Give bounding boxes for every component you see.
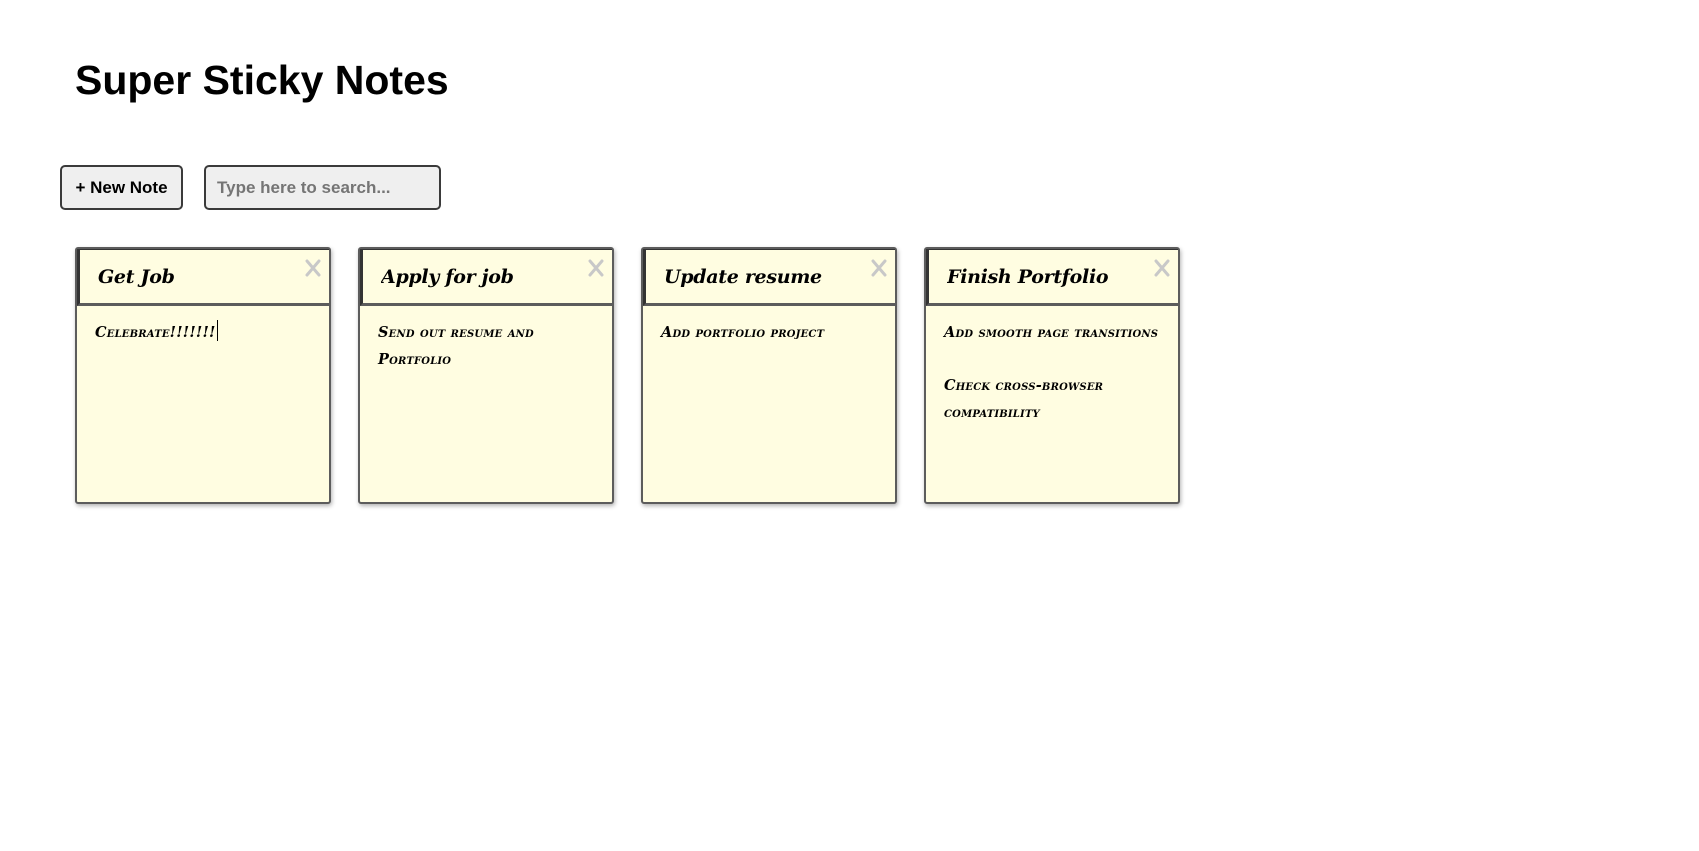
note-header: Get Job xyxy=(77,249,329,306)
note-description-textarea[interactable]: Celebrate!!!!!!! xyxy=(77,306,329,347)
note-title-input[interactable]: Finish Portfolio xyxy=(947,266,1109,288)
note-description-text: Celebrate!!!!!!! xyxy=(95,324,216,341)
notes-list: Get Job Celebrate!!!!!!! Apply for job S… xyxy=(75,247,1180,504)
close-icon[interactable] xyxy=(584,256,608,280)
close-icon[interactable] xyxy=(301,256,325,280)
note-description-textarea[interactable]: Add smooth page transitions Check cross-… xyxy=(926,306,1178,426)
close-icon[interactable] xyxy=(1150,256,1174,280)
note-title-input[interactable]: Apply for job xyxy=(381,266,514,288)
note-card: Get Job Celebrate!!!!!!! xyxy=(75,247,331,504)
new-note-button[interactable]: + New Note xyxy=(60,165,183,210)
note-description-text: Add portfolio project xyxy=(661,324,825,341)
note-title-input[interactable]: Update resume xyxy=(664,266,822,288)
note-header: Apply for job xyxy=(360,249,612,306)
note-description-text: Add smooth page transitions Check cross-… xyxy=(944,324,1159,421)
text-caret xyxy=(216,320,219,341)
note-description-textarea[interactable]: Add portfolio project xyxy=(643,306,895,347)
note-description-textarea[interactable]: Send out resume and Portfolio xyxy=(360,306,612,373)
note-title-input[interactable]: Get Job xyxy=(98,266,175,288)
toolbar: + New Note xyxy=(60,165,441,210)
note-description-text: Send out resume and Portfolio xyxy=(378,324,540,368)
note-card: Apply for job Send out resume and Portfo… xyxy=(358,247,614,504)
app-title: Super Sticky Notes xyxy=(75,57,449,103)
note-card: Update resume Add portfolio project xyxy=(641,247,897,504)
note-card: Finish Portfolio Add smooth page transit… xyxy=(924,247,1180,504)
search-input[interactable] xyxy=(204,165,441,210)
note-header: Finish Portfolio xyxy=(926,249,1178,306)
close-icon[interactable] xyxy=(867,256,891,280)
note-header: Update resume xyxy=(643,249,895,306)
